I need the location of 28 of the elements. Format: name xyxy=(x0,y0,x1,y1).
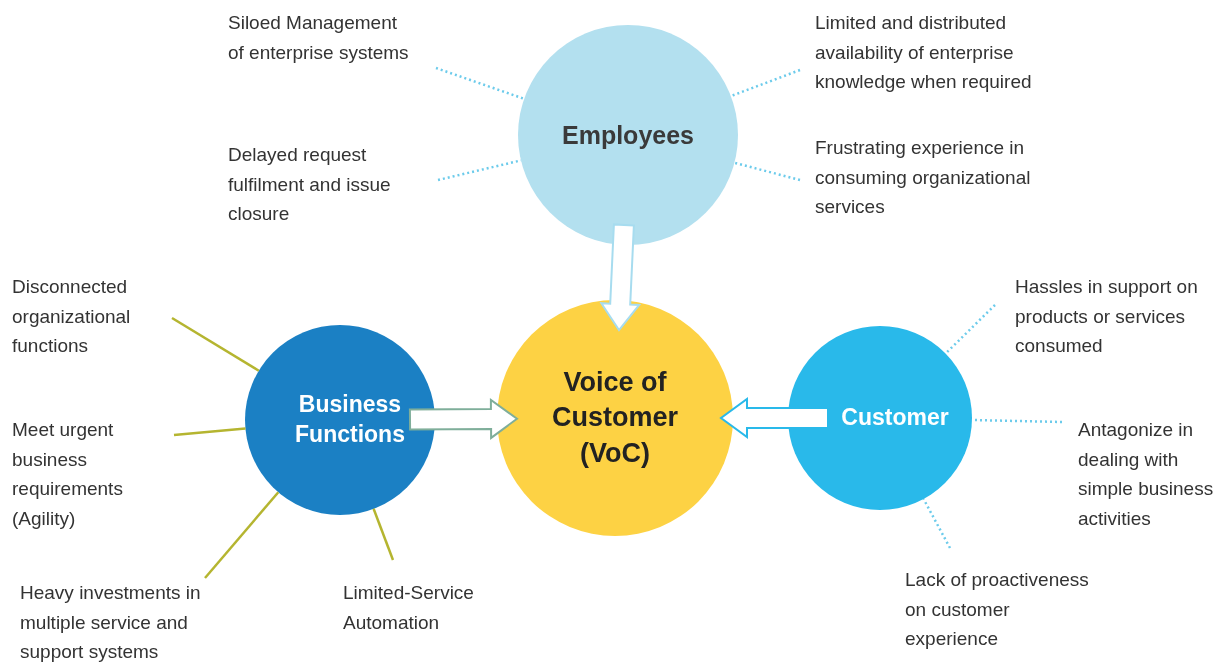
leader-line xyxy=(204,491,280,579)
circle-label: Employees xyxy=(562,119,694,151)
block-arrow xyxy=(408,397,519,440)
annotation-text: Hassles in support on products or services consumed xyxy=(995,272,1215,361)
annotation-text: Limited and distributed availability of enterprise knowledge when required xyxy=(800,8,1070,97)
annotation-text: Lack of proactiveness on customer experience xyxy=(900,548,1100,654)
annotation-text: Heavy investments in multiple service and support systems xyxy=(20,578,220,663)
annotation-text: Antagonize in dealing with simple business activities xyxy=(1062,415,1222,533)
annotation-text: Siloed Management of enterprise systems xyxy=(228,8,418,67)
block-arrow xyxy=(719,397,829,439)
circle-label: Customer xyxy=(840,403,949,433)
circle-label: Business Functions xyxy=(294,390,406,449)
leader-line xyxy=(944,304,996,355)
annotation-text: Meet urgent business requirements (Agility) xyxy=(12,415,174,533)
leader-line xyxy=(922,498,952,549)
leader-line xyxy=(437,159,522,182)
leader-line xyxy=(435,66,525,100)
leader-line xyxy=(730,68,801,98)
annotation-text: Delayed request fulfilment and issue closure xyxy=(228,140,440,229)
annotation-text: Limited-Service Automation xyxy=(343,560,493,637)
leader-line xyxy=(372,508,395,561)
annotation-text: Frustrating experience in consuming organizational services xyxy=(800,133,1060,222)
leader-line xyxy=(734,161,801,182)
circle-label: Voice of Customer (VoC) xyxy=(551,366,679,470)
annotation-text: Disconnected organizational functions xyxy=(12,272,172,361)
leader-line xyxy=(171,316,260,372)
block-arrow xyxy=(599,223,642,332)
leader-line xyxy=(173,427,246,437)
